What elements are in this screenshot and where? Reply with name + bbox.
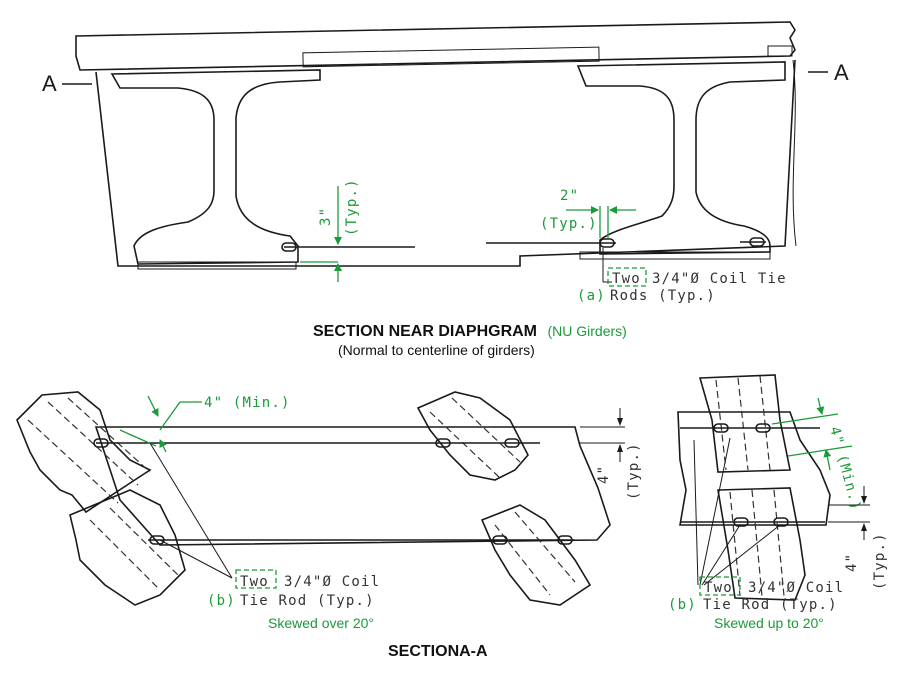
dim-4in-left-v-label: 4" (596, 465, 612, 484)
coil-tie-rods-left-plan (93, 438, 575, 545)
dim-4in-left-vertical: 4" (Typ.) (580, 408, 642, 500)
diaphragm-band-left (94, 426, 611, 546)
dim-4in-right-typ: (Typ.) (872, 532, 888, 590)
section-skewed-over-20: 4" (Min.) 4" (Typ.) Two 3/4"Ø Coil (b) T… (16, 391, 642, 631)
callout-a-line1: 3/4"Ø Coil Tie (652, 271, 787, 287)
dim-4in-left-typ: (Typ.) (626, 442, 642, 500)
skewed-girder-left-lower (69, 489, 186, 606)
dim-4in-min-right-label: 4" (Min.) (826, 425, 864, 513)
callout-b-right-item: (b) (668, 597, 697, 613)
skewed-girder-right-panel-lower (717, 487, 806, 601)
callout-a-line2: Rods (Typ.) (610, 288, 716, 304)
dim-2in-typ: (Typ.) (540, 216, 598, 232)
haunch-strip (302, 46, 600, 68)
skewed-girder-right-panel-upper (698, 374, 791, 473)
skewed-girder-left-upper (16, 391, 152, 514)
right-girder (576, 61, 786, 255)
dim-4in-min-left-label: 4" (Min.) (204, 395, 291, 411)
dim-4in-min-right: 4" (Min.) (771, 397, 864, 513)
dim-4in-right-v-label: 4" (844, 553, 860, 572)
coil-tie-rods-right-plan (680, 423, 825, 527)
callout-b-left: Two 3/4"Ø Coil (b) Tie Rod (Typ.) (149, 442, 380, 609)
callout-b-left-line2: Tie Rod (Typ.) (240, 593, 375, 609)
callout-a-two: Two (612, 271, 641, 287)
section-skewed-up-to-20: 4" (Min.) 4" (Typ.) Two 3/4"Ø Coil (b) T… (668, 374, 888, 631)
section-mark-right: A (834, 60, 849, 85)
dim-3in-label: 3" (318, 207, 334, 226)
skewed-girder-right-upper (416, 391, 529, 481)
dim-4in-min-left: 4" (Min.) (119, 395, 291, 453)
dim-4in-right-vertical: 4" (Typ.) (828, 486, 888, 590)
diaphragm-outline (95, 59, 796, 267)
section-near-diaphragm: A A 3" (Typ.) 2" (Typ.) Two 3/4"Ø Coil T… (42, 21, 849, 358)
coil-tie-rod-right (486, 237, 766, 248)
skewed-girder-right-lower (480, 504, 592, 606)
callout-b-left-two: Two (240, 574, 269, 590)
dim-3in: 3" (Typ.) (300, 178, 360, 282)
callout-b-right-two: Two (704, 580, 733, 596)
left-girder (110, 69, 321, 265)
title-sub: (Normal to centerline of girders) (338, 342, 535, 358)
diaphragm-band-right (677, 411, 831, 526)
callout-a-item: (a) (577, 288, 606, 304)
dim-2in: 2" (Typ.) (540, 188, 636, 238)
callout-b-right-line1: 3/4"Ø Coil (748, 580, 844, 596)
callout-b-right: Two 3/4"Ø Coil (b) Tie Rod (Typ.) (668, 437, 844, 613)
title-main: SECTION NEAR DIAPHGRAM (NU Girders) (313, 323, 627, 340)
callout-b-right-line2: Tie Rod (Typ.) (703, 597, 838, 613)
callout-b-left-line1: 3/4"Ø Coil (284, 574, 380, 590)
caption-left: Skewed over 20° (268, 615, 374, 631)
callout-b-left-item: (b) (207, 593, 236, 609)
dim-3in-typ: (Typ.) (344, 178, 360, 236)
deck-slab (75, 21, 796, 71)
title-bottom: SECTIONA-A (388, 643, 488, 660)
callout-a: Two 3/4"Ø Coil Tie (a) Rods (Typ.) (577, 248, 787, 304)
dim-2in-label: 2" (560, 188, 579, 204)
coil-tie-rod-left (281, 242, 415, 252)
caption-right: Skewed up to 20° (714, 615, 824, 631)
section-mark-left: A (42, 71, 57, 96)
